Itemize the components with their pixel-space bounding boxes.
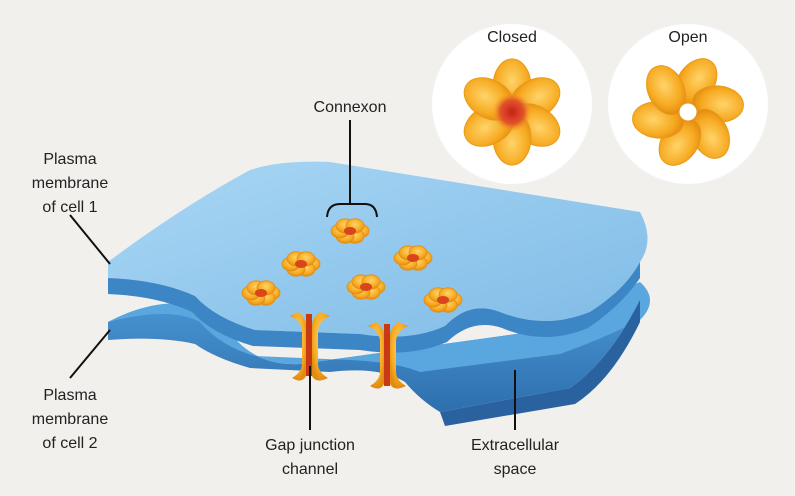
closed-connexon [463,58,561,166]
closed-label: Closed [487,29,537,46]
gap-junction-channel-label: Gap junction channel [265,437,355,478]
connexon-bracket [326,120,378,218]
open-label: Open [668,29,708,46]
open-connexon-icon [632,58,744,166]
plasma-membrane-cell-1-label: Plasma membrane of cell 1 [31,151,109,216]
connexon [241,280,281,306]
connexon [281,251,321,277]
connexon [346,274,386,300]
plasma-membrane-cell-2-label: Plasma membrane of cell 2 [31,387,109,452]
open-connexon [632,58,744,166]
connexon [423,287,463,313]
gap-junction-channel-left [290,312,330,381]
extracellular-space-label: Extracellular space [470,437,560,478]
leader-lines [69,214,516,430]
closed-connexon-icon [463,58,561,166]
connexon [330,218,370,244]
gap-junction-channel-right [368,322,408,389]
connexon [393,245,433,271]
membrane-cell-2 [108,282,650,426]
connexon-group [241,218,463,313]
connexon-label: Connexon [313,99,387,116]
